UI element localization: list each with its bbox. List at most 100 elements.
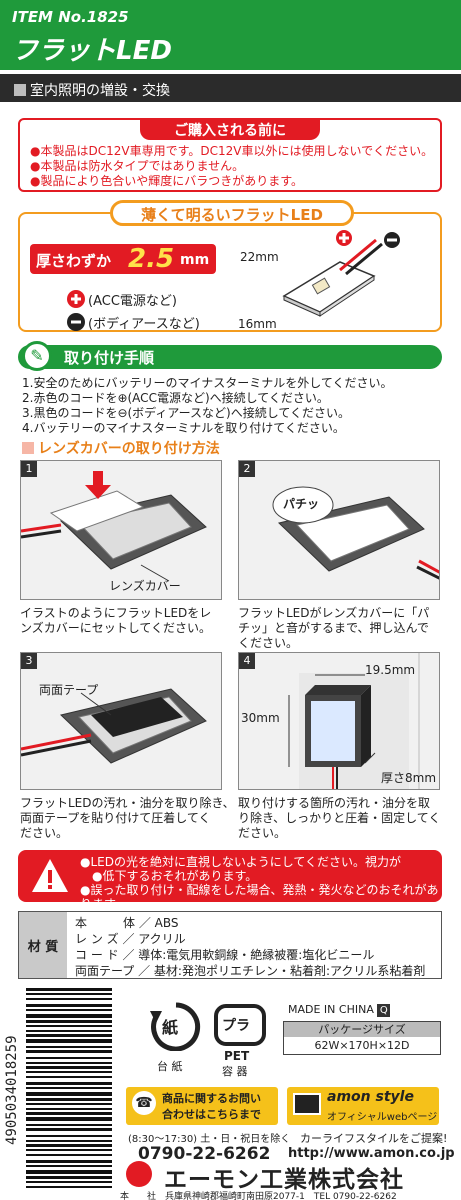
package-size-value: 62W×170H×12D: [314, 1039, 410, 1052]
barcode-bar: [26, 1160, 112, 1163]
computer-icon: [293, 1093, 321, 1115]
panel-3: 3 両面テープ: [20, 652, 222, 790]
feature-title: 薄くて明るいフラットLED: [110, 200, 354, 226]
barcode-bar: [26, 1030, 112, 1032]
contact-hours: (8:30〜17:30) 土・日・祝日を除く: [128, 1134, 291, 1145]
contact-line-2: 合わせはこちらまで: [162, 1108, 261, 1121]
caption-line: り除き、しっかりと圧着・固定してく: [238, 811, 441, 825]
category-bar: 室内照明の増設・交換: [0, 74, 461, 102]
plastic-caption: 容 器: [222, 1065, 248, 1078]
panel-2: 2 パチッ: [238, 460, 440, 600]
barcode-bar: [26, 1176, 112, 1179]
warning-box: LEDの光を絶対に直視しないようにしてください。視力が 低下するおそれがあります…: [18, 850, 442, 911]
thickness-dimension: 厚さ8mm: [381, 771, 437, 785]
caption-line: フラットLEDの汚れ・油分を取り除き、: [20, 796, 235, 810]
barcode-bar: [26, 1009, 112, 1011]
caption-line: 取り付けする箇所の汚れ・油分を取: [238, 796, 431, 810]
list-item: 本製品は防水タイプではありません。: [30, 159, 433, 174]
package-size-box: パッケージサイズ 62W×170H×12D: [283, 1021, 441, 1055]
list-item: LEDの光を絶対に直視しないようにしてください。視力が: [80, 855, 442, 869]
barcode-bar: [26, 1020, 112, 1023]
barcode: [26, 988, 112, 1188]
barcode-bar: [26, 1062, 112, 1064]
panel-label: パチッ: [283, 497, 320, 511]
height-dimension: 30mm: [241, 711, 280, 725]
thickness-value: 2.5: [128, 244, 175, 274]
barcode-bar: [26, 998, 112, 1000]
barcode-bar: [26, 988, 112, 991]
panel-number: 2: [239, 461, 255, 477]
header-bar: ITEM No.1825 フラットLED: [0, 0, 461, 70]
category-label: 室内照明の増設・交換: [30, 83, 170, 99]
square-icon: [22, 442, 34, 454]
caption-line: ださい。: [238, 826, 287, 840]
barcode-bar: [26, 1098, 112, 1101]
material-row: レ ン ズ ／ アクリル: [75, 932, 186, 946]
web-box: amon style オフィシャルwebページ: [287, 1087, 439, 1125]
plastic-recycle-icon: [214, 1004, 266, 1046]
web-tagline: カーライフスタイルをご提案!: [300, 1132, 448, 1145]
made-in: MADE IN CHINA Q: [288, 1003, 391, 1017]
panel-number: 1: [21, 461, 37, 477]
panel-number: 3: [21, 653, 37, 669]
barcode-bar: [26, 1046, 112, 1048]
caption-line: ンズカバーにセットしてください。: [20, 621, 212, 635]
material-row: 本 体 ／ ABS: [75, 916, 179, 930]
company-name: エーモン工業株式会社: [164, 1167, 404, 1193]
panel-4-caption: 取り付けする箇所の汚れ・油分を取 り除き、しっかりと圧着・固定してく ださい。: [238, 796, 440, 841]
barcode-bar: [26, 1154, 112, 1156]
panel-3-caption: フラットLEDの汚れ・油分を取り除き、 両面テープを貼り付けて圧着してく ださい…: [20, 796, 235, 841]
thickness-unit: mm: [180, 252, 210, 268]
contact-phone: 0790-22-6262: [138, 1144, 271, 1164]
web-url[interactable]: http://www.amon.co.jp: [288, 1146, 455, 1161]
barcode-bar: [26, 1170, 112, 1174]
panel-1: 1 レンズカバー: [20, 460, 222, 600]
barcode-bar: [26, 1004, 112, 1007]
barcode-bar: [26, 1140, 112, 1142]
plastic-type: PET: [224, 1049, 250, 1063]
paper-recycle-icon: [150, 1002, 201, 1051]
package-size-label: パッケージサイズ: [284, 1022, 440, 1037]
barcode-bar: [26, 1108, 112, 1110]
minus-label: (ボディアースなど): [88, 317, 200, 332]
company-address: 本 社 兵庫県神崎郡福崎町南田原2077-1 TEL 0790-22-6262: [120, 1192, 397, 1200]
width-dimension: 22mm: [240, 250, 279, 264]
made-in-mark: Q: [377, 1004, 391, 1017]
barcode-bar: [26, 1034, 112, 1037]
caption-line: ください。: [238, 636, 299, 650]
step-item: 4.バッテリーのマイナスターミナルを取り付けてください。: [22, 421, 345, 435]
mounted-led-illustration: [288, 653, 420, 789]
materials-table: 材 質 本 体 ／ ABS レ ン ズ ／ アクリル コ ー ド ／ 導体:電気…: [18, 911, 442, 979]
barcode-bar: [26, 1124, 112, 1126]
warning-icon: [32, 859, 68, 892]
before-purchase-list: 本製品はDC12V車専用です。DC12V車以外には使用しないでください。 本製品…: [30, 144, 433, 189]
install-title: 取り付け手順: [18, 345, 442, 369]
paper-mark: 紙: [162, 1018, 179, 1037]
barcode-number: 4905034018259: [4, 1035, 20, 1145]
barcode-bar: [26, 1128, 112, 1131]
height-dimension: 16mm: [238, 317, 277, 331]
phone-icon: ☎: [132, 1091, 156, 1115]
barcode-bar: [26, 1066, 112, 1069]
caption-line: フラットLEDがレンズカバーに「パ: [238, 606, 430, 620]
wrench-icon: ✎: [22, 341, 52, 371]
step-item: 2.赤色のコードを⊕(ACC電源など)へ接続してください。: [22, 391, 329, 405]
barcode-bar: [26, 1103, 112, 1105]
barcode-bar: [26, 1165, 112, 1167]
barcode-bar: [26, 1117, 112, 1121]
paper-caption: 台 紙: [157, 1060, 183, 1073]
install-steps: 1.安全のためにバッテリーのマイナスターミナルを外してください。 2.赤色のコー…: [22, 376, 393, 436]
barcode-bar: [26, 993, 112, 995]
list-item: 本製品はDC12V車専用です。DC12V車以外には使用しないでください。: [30, 144, 433, 159]
thickness-prefix: 厚さわずか: [36, 252, 112, 270]
barcode-bar: [26, 1076, 112, 1078]
barcode-bar: [26, 1144, 112, 1147]
arrow-down-icon: [85, 471, 111, 499]
barcode-bar: [26, 1112, 112, 1115]
barcode-bar: [26, 1092, 112, 1096]
barcode-bar: [26, 1186, 112, 1188]
panel-1-caption: イラストのようにフラットLEDをレ ンズカバーにセットしてください。: [20, 606, 211, 636]
warning-list: LEDの光を絶対に直視しないようにしてください。視力が 低下するおそれがあります…: [80, 855, 442, 911]
list-item: 誤った取り付け・配線をした場合、発熱・発火などのおそれがあります。: [80, 883, 442, 911]
list-item: 低下するおそれがあります。: [80, 869, 442, 883]
